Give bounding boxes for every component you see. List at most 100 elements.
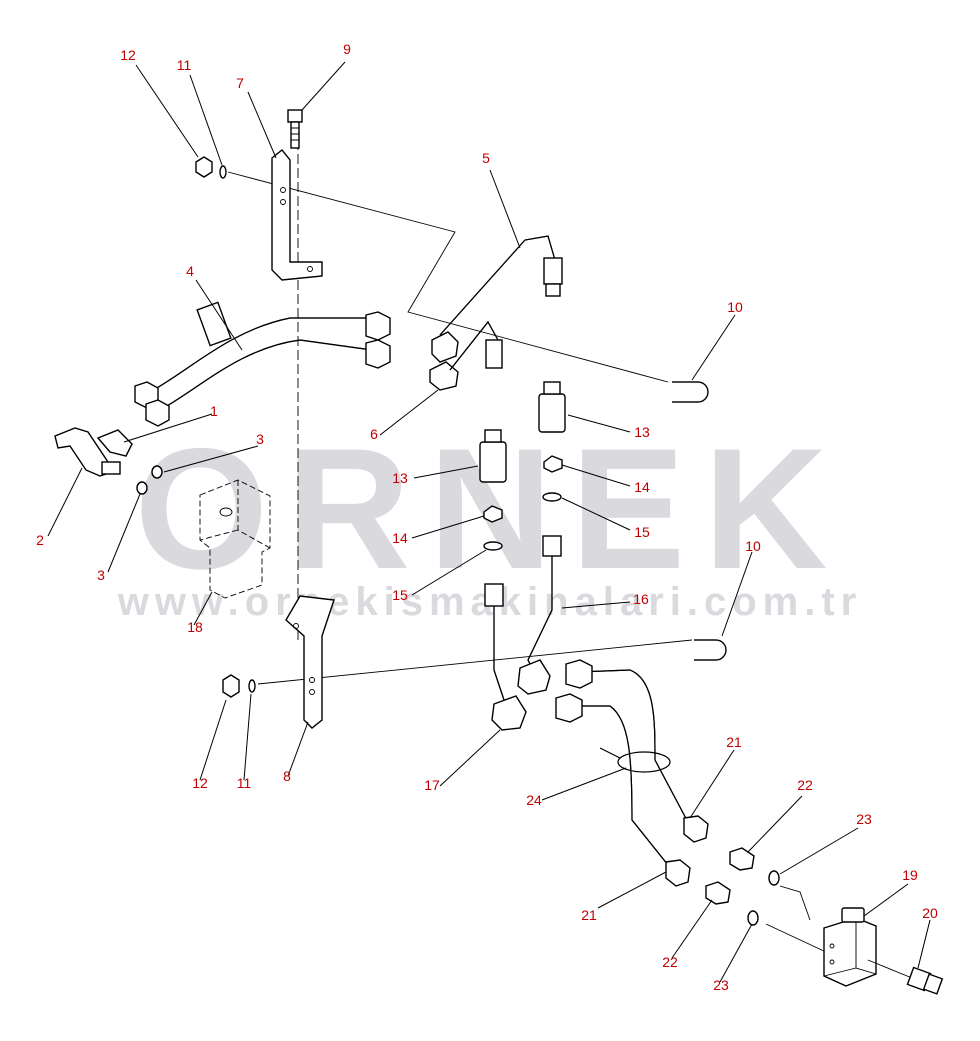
filter-part-13-lower bbox=[479, 429, 507, 483]
bracket-part-7 bbox=[271, 149, 323, 281]
leader-19 bbox=[863, 883, 909, 917]
callout-4: 4 bbox=[186, 263, 194, 279]
leader-17 bbox=[439, 729, 501, 787]
oring-part-3-a bbox=[151, 465, 163, 479]
leader-16 bbox=[561, 601, 631, 609]
leader-8 bbox=[287, 721, 309, 777]
leader-10b bbox=[721, 551, 753, 637]
hose-part-21 bbox=[555, 659, 709, 887]
callout-22-lower: 22 bbox=[662, 954, 678, 970]
oring-part-23-upper bbox=[768, 870, 780, 886]
parts-drawing bbox=[54, 109, 944, 995]
leader-7 bbox=[247, 91, 277, 159]
callout-14-left: 14 bbox=[392, 530, 408, 546]
leader-10a bbox=[691, 314, 736, 381]
callout-15-right: 15 bbox=[634, 524, 650, 540]
leader-22b bbox=[671, 899, 713, 959]
elbow-part-2 bbox=[54, 427, 133, 477]
leader-12a bbox=[135, 64, 199, 158]
callout-9: 9 bbox=[343, 41, 351, 57]
callout-10-lower: 10 bbox=[745, 538, 761, 554]
block-part-19 bbox=[765, 885, 877, 987]
adapter-part-22-lower bbox=[705, 881, 731, 905]
callout-12-upper: 12 bbox=[120, 47, 136, 63]
callout-11-upper: 11 bbox=[177, 57, 192, 73]
callout-13-right: 13 bbox=[634, 424, 650, 440]
leader-11a bbox=[189, 74, 223, 166]
leader-2 bbox=[47, 467, 83, 537]
oring-part-23-lower bbox=[747, 910, 759, 926]
callout-14-right: 14 bbox=[634, 479, 650, 495]
valve-block-part-18 bbox=[199, 479, 271, 599]
leader-15a bbox=[561, 497, 631, 531]
alignment-line-upper bbox=[227, 171, 669, 383]
callout-3-upper: 3 bbox=[256, 431, 264, 447]
callout-1: 1 bbox=[210, 403, 218, 419]
leader-6 bbox=[379, 389, 439, 436]
callout-12-lower: 12 bbox=[192, 775, 208, 791]
callout-5: 5 bbox=[482, 150, 490, 166]
callout-2: 2 bbox=[36, 532, 44, 548]
leader-5 bbox=[489, 169, 521, 249]
washer-part-11-upper bbox=[219, 165, 227, 179]
leader-15b bbox=[411, 549, 487, 596]
callout-7: 7 bbox=[236, 75, 244, 91]
callout-18: 18 bbox=[187, 619, 203, 635]
leader-24 bbox=[541, 767, 627, 801]
ubolt-part-10-lower bbox=[694, 639, 727, 661]
adapter-part-22-upper bbox=[729, 847, 755, 871]
bolt-part-20 bbox=[867, 959, 944, 995]
callout-3-lower: 3 bbox=[97, 567, 105, 583]
callout-20: 20 bbox=[922, 905, 938, 921]
oring-part-15-left bbox=[483, 541, 503, 551]
callout-21-upper: 21 bbox=[726, 734, 742, 750]
callout-15-left: 15 bbox=[392, 587, 408, 603]
callout-10-upper: 10 bbox=[727, 299, 743, 315]
callout-11-lower: 11 bbox=[237, 775, 252, 791]
leader-11b bbox=[243, 693, 252, 781]
callout-17: 17 bbox=[424, 777, 440, 793]
oring-part-15-right bbox=[542, 492, 562, 502]
leader-22a bbox=[747, 795, 803, 853]
clamp-part-24 bbox=[599, 747, 671, 773]
leader-lines bbox=[47, 61, 931, 983]
fitting-part-14-right bbox=[543, 455, 563, 473]
pipe-part-5 bbox=[439, 235, 563, 336]
nut-part-12-upper bbox=[195, 156, 213, 178]
leader-14a bbox=[561, 464, 631, 487]
bracket-part-8 bbox=[285, 595, 335, 729]
leader-20 bbox=[917, 919, 931, 969]
alignment-line-lower bbox=[257, 639, 693, 685]
fitting-part-14-left bbox=[483, 505, 503, 523]
callout-13-left: 13 bbox=[392, 470, 408, 486]
leader-4 bbox=[195, 279, 243, 351]
leader-18 bbox=[193, 591, 213, 626]
elbow-part-6 bbox=[429, 320, 503, 391]
leader-13a bbox=[567, 414, 631, 433]
filter-part-13-upper bbox=[538, 381, 566, 433]
ubolt-part-10-upper bbox=[672, 381, 709, 403]
callout-labels: 12 11 7 9 5 4 10 1 3 6 13 2 13 14 3 14 1… bbox=[36, 41, 938, 993]
callout-6: 6 bbox=[370, 426, 378, 442]
leader-3b bbox=[107, 493, 141, 573]
washer-part-11-lower bbox=[248, 679, 256, 693]
callout-21-lower: 21 bbox=[581, 907, 597, 923]
leader-13b bbox=[413, 465, 479, 479]
leader-14b bbox=[411, 515, 485, 539]
pipe-part-16 bbox=[517, 535, 562, 695]
leader-3a bbox=[163, 445, 259, 473]
hose-part-4 bbox=[134, 301, 391, 427]
leader-21a bbox=[689, 749, 735, 819]
callout-24: 24 bbox=[526, 792, 542, 808]
callout-19: 19 bbox=[902, 867, 918, 883]
callout-8: 8 bbox=[283, 768, 291, 784]
leader-23b bbox=[719, 923, 753, 983]
bolt-part-9 bbox=[287, 109, 303, 149]
callout-23-lower: 23 bbox=[713, 977, 729, 993]
nut-part-12-lower bbox=[222, 674, 240, 698]
callout-23-upper: 23 bbox=[856, 811, 872, 827]
leader-1 bbox=[123, 413, 213, 443]
leader-9 bbox=[301, 61, 346, 111]
leader-21b bbox=[597, 871, 667, 909]
